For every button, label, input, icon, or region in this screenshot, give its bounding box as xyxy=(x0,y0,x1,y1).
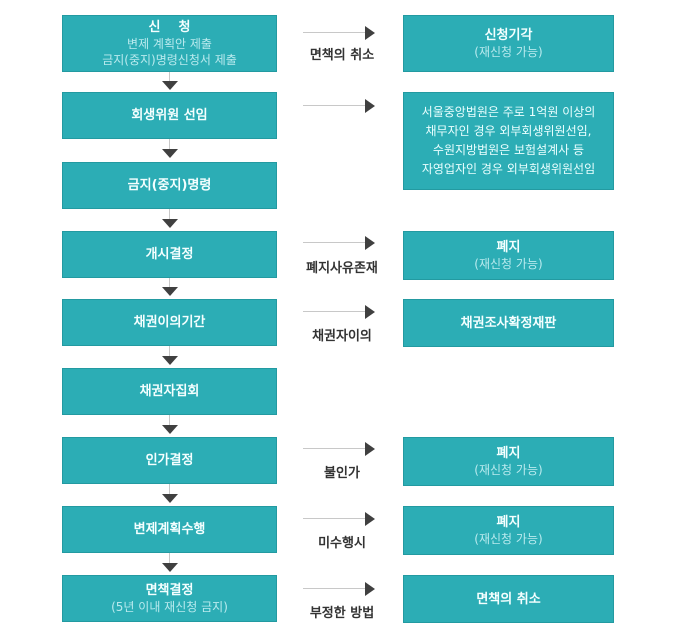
step-title: 신 청 xyxy=(148,20,191,35)
step-sub: 변제 계획안 제출 xyxy=(127,37,212,51)
step-objection-period: 채권이의기간 xyxy=(62,299,277,346)
result-abolition: 폐지 (재신청 가능) xyxy=(403,506,614,555)
note-line: 수원지방법원은 보험설계사 등 xyxy=(432,143,585,157)
result-title: 채권조사확정재판 xyxy=(460,315,557,331)
right-arrow-icon xyxy=(303,99,377,113)
step-title: 채권이의기간 xyxy=(133,315,206,330)
step-title: 면책결정 xyxy=(145,583,194,598)
result-sub: (재신청 가능) xyxy=(474,45,543,59)
result-sub: (재신청 가능) xyxy=(474,257,543,271)
step-title: 인가결정 xyxy=(145,453,194,468)
branch-condition: 불인가 xyxy=(324,466,360,481)
right-arrow-icon xyxy=(303,236,377,250)
note-line: 서울중앙법원은 주로 1억원 이상의 xyxy=(421,105,596,119)
branch-condition: 미수행시 xyxy=(318,536,366,551)
result-abolition: 폐지 (재신청 가능) xyxy=(403,231,614,280)
step-title: 채권자집회 xyxy=(139,384,200,399)
down-arrow-icon xyxy=(162,346,178,368)
down-arrow-icon xyxy=(162,209,178,231)
result-dismissal: 신청기각 (재신청 가능) xyxy=(403,15,614,72)
result-title: 면책의 취소 xyxy=(476,591,541,607)
branch-condition: 부정한 방법 xyxy=(309,606,375,621)
step-trustee-appointment: 회생위원 선임 xyxy=(62,92,277,139)
down-arrow-icon xyxy=(162,484,178,506)
down-arrow-icon xyxy=(162,553,178,575)
branch-condition: 면책의 취소 xyxy=(309,48,375,63)
right-arrow-icon xyxy=(303,512,377,526)
step-sub: (5년 이내 재신청 금지) xyxy=(111,600,228,614)
note-line: 자영업자인 경우 외부회생위원선임 xyxy=(421,162,596,176)
down-arrow-icon xyxy=(162,278,178,299)
result-title: 폐지 xyxy=(496,446,521,461)
branch-condition: 채권자이의 xyxy=(312,329,372,344)
step-discharge: 면책결정 (5년 이내 재신청 금지) xyxy=(62,575,277,622)
step-title: 금지(중지)명령 xyxy=(127,178,212,193)
step-creditors-meeting: 채권자집회 xyxy=(62,368,277,415)
step-prohibition-order: 금지(중지)명령 xyxy=(62,162,277,209)
result-title: 폐지 xyxy=(496,240,521,255)
down-arrow-icon xyxy=(162,72,178,92)
trustee-note: 서울중앙법원은 주로 1억원 이상의 채무자인 경우 외부회생위원선임, 수원지… xyxy=(403,92,614,190)
right-arrow-icon xyxy=(303,442,377,456)
result-sub: (재신청 가능) xyxy=(474,532,543,546)
result-claim-trial: 채권조사확정재판 xyxy=(403,299,614,347)
result-discharge-revoked: 면책의 취소 xyxy=(403,575,614,623)
down-arrow-icon xyxy=(162,415,178,437)
note-line: 채무자인 경우 외부회생위원선임, xyxy=(425,124,592,138)
result-sub: (재신청 가능) xyxy=(474,463,543,477)
step-title: 변제계획수행 xyxy=(133,522,206,537)
step-title: 회생위원 선임 xyxy=(131,108,208,123)
step-plan-execution: 변제계획수행 xyxy=(62,506,277,553)
result-title: 신청기각 xyxy=(484,28,533,43)
down-arrow-icon xyxy=(162,139,178,162)
right-arrow-icon xyxy=(303,26,377,40)
step-approval: 인가결정 xyxy=(62,437,277,484)
step-application: 신 청 변제 계획안 제출 금지(중지)명령신청서 제출 xyxy=(62,15,277,72)
branch-condition: 폐지사유존재 xyxy=(306,261,378,276)
step-commencement: 개시결정 xyxy=(62,231,277,278)
right-arrow-icon xyxy=(303,582,377,596)
step-sub: 금지(중지)명령신청서 제출 xyxy=(102,53,237,67)
right-arrow-icon xyxy=(303,305,377,319)
step-title: 개시결정 xyxy=(145,247,194,262)
result-title: 폐지 xyxy=(496,515,521,530)
result-abolition: 폐지 (재신청 가능) xyxy=(403,437,614,486)
